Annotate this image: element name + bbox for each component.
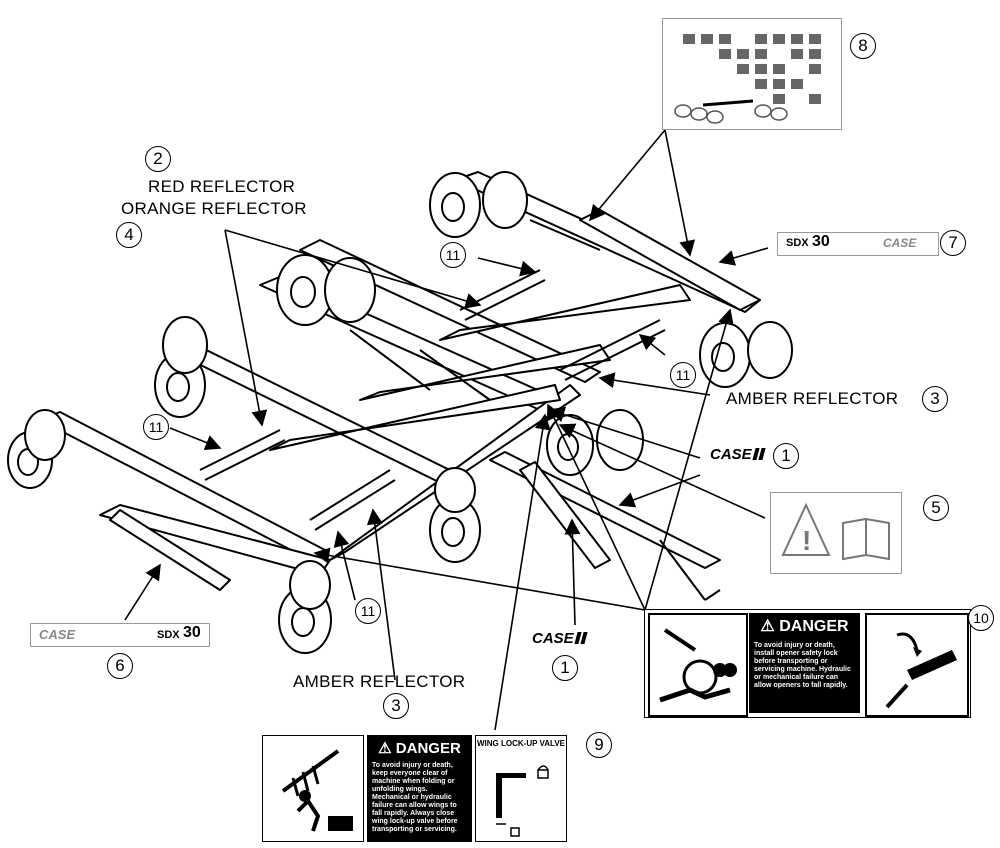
- decal-5-read-manual: !: [770, 492, 902, 574]
- wheel: [429, 497, 481, 563]
- decal-10-message: ⚠ DANGER To avoid injury or death, insta…: [749, 613, 860, 713]
- wheel: [429, 172, 481, 238]
- label-amber-reflector: AMBER REFLECTOR: [726, 389, 899, 408]
- wheel: [596, 409, 644, 471]
- callout-10: 10: [968, 605, 994, 631]
- callout-2: 2: [145, 146, 171, 172]
- leader-lines: [124, 129, 769, 731]
- warning-triangle-icon: [781, 502, 831, 556]
- decal-10-danger: ⚠ DANGER To avoid injury or death, insta…: [644, 609, 971, 718]
- wheel: [24, 409, 66, 461]
- danger-heading: ⚠ DANGER: [749, 613, 860, 639]
- label-orange-reflector: ORANGE REFLECTOR: [121, 199, 307, 218]
- callout-9: 9: [586, 732, 612, 758]
- label-red-reflector: RED REFLECTOR: [148, 177, 296, 196]
- wheel: [482, 171, 528, 229]
- callout-11: 11: [670, 362, 696, 388]
- decal-9-group: ⚠ DANGER To avoid injury or death, keep …: [262, 733, 572, 843]
- decal-9-pictogram: [262, 735, 364, 842]
- danger-body: To avoid injury or death, install opener…: [754, 642, 851, 689]
- rear-frame: [109, 509, 231, 591]
- hydraulic-cylinders: [199, 219, 666, 531]
- wheel: [434, 467, 476, 513]
- callout-3: 3: [922, 386, 948, 412]
- lockup-valve-icon: [496, 765, 549, 837]
- decal-9-valve: WING LOCK-UP VALVE: [475, 735, 567, 842]
- sdx30-decal: CASE SDX 30: [30, 623, 210, 647]
- frame-beam: [39, 411, 326, 566]
- wheel: [324, 257, 376, 323]
- book-icon: [842, 517, 890, 561]
- danger-body: To avoid injury or death, keep everyone …: [372, 762, 458, 833]
- valve-title: WING LOCK-UP VALVE: [477, 739, 565, 748]
- svg-text:!: !: [802, 525, 811, 556]
- folding-wing-hazard-icon: [281, 749, 353, 832]
- callout-11: 11: [355, 598, 381, 624]
- decal-8-pattern: [662, 18, 842, 130]
- callout-11: 11: [440, 242, 466, 268]
- wheel: [289, 560, 331, 610]
- crush-hazard-icon: [659, 628, 737, 703]
- callout-5: 5: [923, 495, 949, 521]
- case-ih-logo: CASE: [532, 630, 588, 647]
- callout-7: 7: [940, 230, 966, 256]
- decal-10-pictogram-left: [648, 613, 748, 717]
- hitch-tongue: [519, 461, 611, 569]
- pattern-graphic: [674, 34, 821, 124]
- wheel: [546, 414, 594, 476]
- frame-beam: [269, 384, 561, 451]
- wheels: [7, 171, 793, 654]
- decal-10-pictogram-right: [865, 613, 969, 717]
- wheel: [162, 316, 208, 374]
- case-ih-logo: CASE: [710, 446, 766, 463]
- decal-9-message: ⚠ DANGER To avoid injury or death, keep …: [367, 735, 472, 842]
- frame-beam: [359, 344, 611, 401]
- label-amber-reflector: AMBER REFLECTOR: [293, 672, 466, 691]
- wheel: [747, 321, 793, 379]
- callout-4: 4: [116, 222, 142, 248]
- callout-8: 8: [850, 33, 876, 59]
- callout-3: 3: [383, 693, 409, 719]
- callout-11: 11: [143, 414, 169, 440]
- warning-manual-graphic: !: [781, 502, 890, 561]
- callout-1: 1: [552, 655, 578, 681]
- sdx30-decal: SDX 30 CASE: [777, 232, 939, 256]
- safety-lock-icon: [885, 632, 957, 709]
- danger-heading: ⚠ DANGER: [368, 736, 471, 760]
- callout-1: 1: [773, 443, 799, 469]
- frame-beam: [439, 284, 691, 341]
- callout-6: 6: [107, 653, 133, 679]
- frame-beam: [299, 239, 601, 383]
- wheel: [699, 322, 751, 388]
